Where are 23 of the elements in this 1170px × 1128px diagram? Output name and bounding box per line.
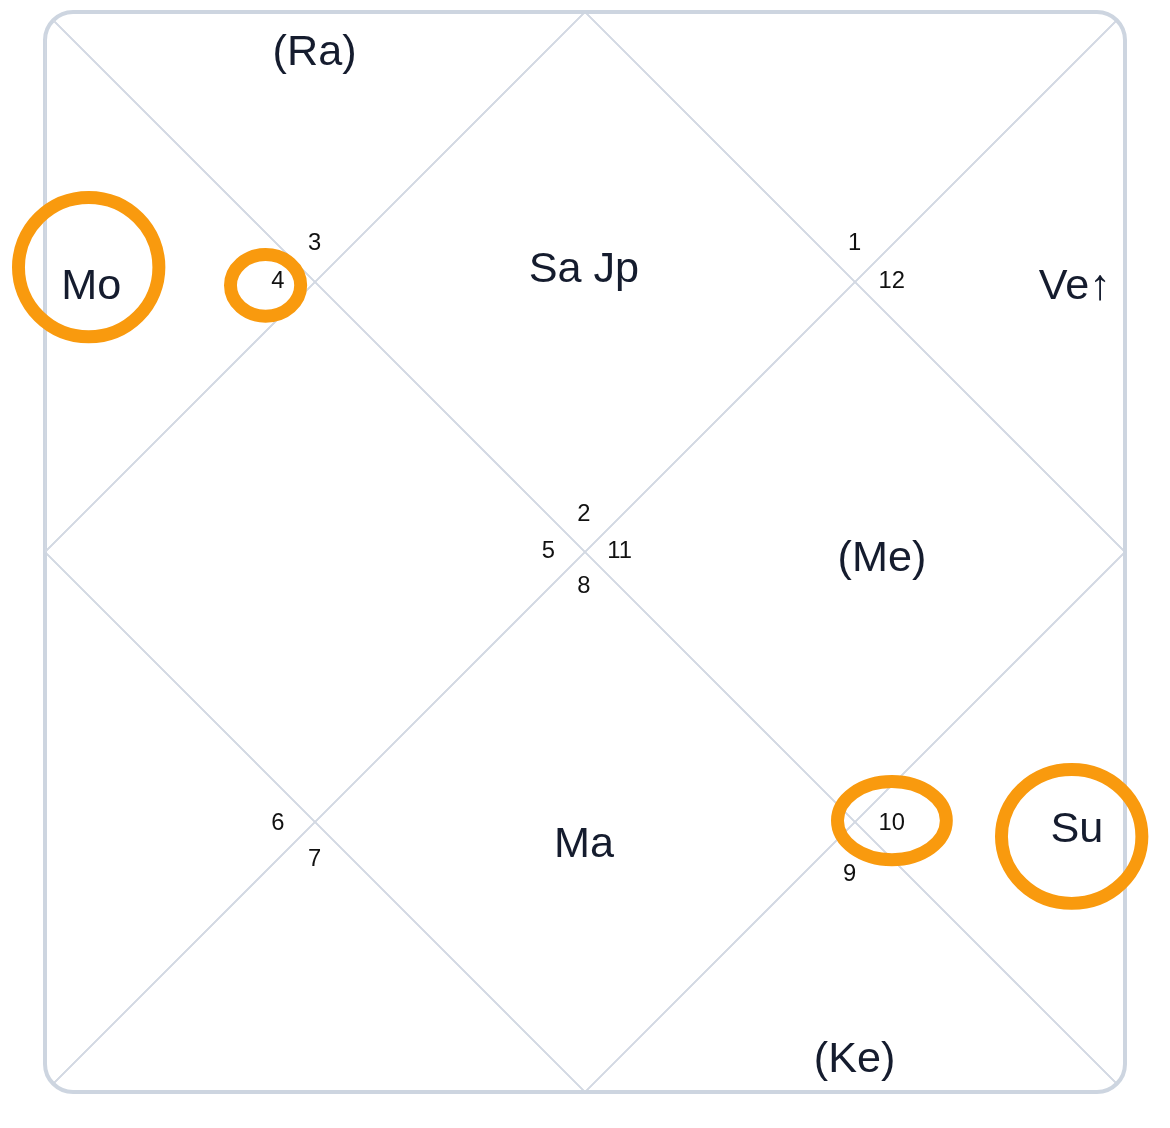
planet-label: Ve↑ [1038, 263, 1111, 307]
planet-label: (Me) [837, 535, 927, 579]
house-number: 8 [577, 573, 591, 598]
highlight-ring [11, 190, 165, 343]
planet-label: (Ra) [272, 28, 357, 73]
house-number: 4 [271, 267, 285, 292]
planet-label: Mo [61, 263, 122, 307]
highlight-ring [223, 247, 307, 323]
house-number: 11 [607, 537, 632, 562]
house-number: 6 [271, 810, 285, 834]
planet-label: Ma [553, 821, 614, 865]
house-number: 10 [878, 810, 905, 834]
planet-label: Su [1050, 806, 1104, 851]
house-number: 3 [307, 229, 322, 254]
house-number: 9 [843, 860, 857, 885]
planet-label: Sa Jp [528, 245, 640, 290]
house-number: 12 [878, 267, 905, 292]
house-number: 5 [541, 537, 555, 562]
house-number: 2 [577, 501, 591, 525]
planet-label: (Ke) [813, 1036, 896, 1080]
house-number: 1 [847, 229, 862, 254]
highlight-ring [995, 763, 1149, 910]
house-number: 7 [307, 845, 322, 870]
